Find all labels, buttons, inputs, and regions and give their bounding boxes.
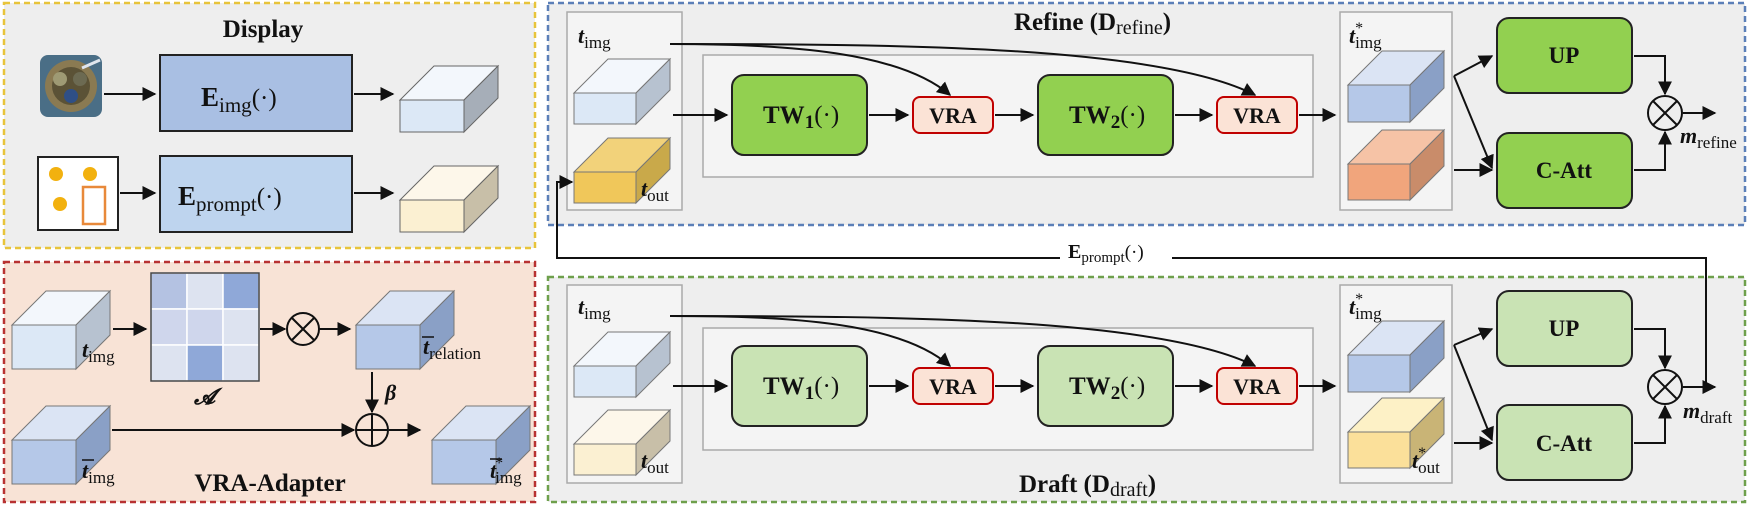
prompt-encoder-block: Eprompt(·): [159, 155, 353, 233]
svg-text:VRA: VRA: [929, 103, 977, 128]
adapter-title: VRA-Adapter: [194, 470, 345, 497]
refine-vra-block-2: VRA: [1216, 96, 1298, 134]
beta-symbol: β: [384, 380, 397, 405]
input-image: [40, 55, 102, 117]
adapter-output-label: t*img: [490, 455, 522, 487]
refine-t-out-star-cube: [1346, 128, 1446, 202]
svg-text:C-Att: C-Att: [1536, 431, 1593, 456]
draft-title: Draft (Ddraft): [1019, 471, 1156, 501]
vra-adapter-panel: timg 𝓐 trelation: [2, 260, 537, 504]
adapter-t-img-label: timg: [82, 337, 115, 366]
draft-tw2-block: TW2(·): [1037, 345, 1174, 427]
display-title: Display: [223, 16, 304, 43]
adapter-residual-cube: [10, 404, 112, 486]
svg-text:TW2(·): TW2(·): [1069, 373, 1145, 404]
relation-label: trelation: [423, 334, 482, 363]
draft-t-out-star-cube: [1346, 396, 1446, 470]
svg-text:VRA: VRA: [929, 374, 977, 399]
draft-catt-block: C-Att: [1496, 404, 1633, 481]
svg-text:TW1(·): TW1(·): [763, 373, 839, 404]
draft-vra-block-1: VRA: [912, 367, 994, 405]
svg-text:VRA: VRA: [1233, 374, 1281, 399]
refine-catt-block: C-Att: [1496, 132, 1633, 209]
svg-text:TW2(·): TW2(·): [1069, 102, 1145, 133]
refine-t-img-label: timg: [578, 23, 611, 52]
svg-text:C-Att: C-Att: [1536, 158, 1593, 183]
refine-tw1-block: TW1(·): [731, 74, 868, 156]
prompt-feedback-link: Eprompt(·): [556, 175, 1707, 387]
draft-t-out-label: tout: [641, 448, 669, 477]
draft-t-out-cube: [572, 408, 672, 477]
adapter-t-img-bar-label: timg: [82, 458, 115, 487]
image-encoder-label: Eimg(·): [201, 82, 277, 117]
draft-vra-block-2: VRA: [1216, 367, 1298, 405]
svg-text:UP: UP: [1549, 316, 1580, 341]
svg-text:UP: UP: [1549, 43, 1580, 68]
draft-t-img-label: timg: [578, 294, 611, 323]
refine-vra-block-1: VRA: [912, 96, 994, 134]
prompt-thumbnail: [37, 156, 119, 231]
m-draft-label: mdraft: [1683, 398, 1732, 427]
prompt-token-cube: [398, 164, 500, 234]
draft-t-img-star-cube: [1346, 319, 1446, 394]
draft-t-img-cube: [572, 330, 672, 399]
refine-t-img-star-cube: [1346, 49, 1446, 124]
refine-title: Refine (Drefine): [1014, 9, 1171, 39]
relation-cube: [354, 289, 456, 371]
svg-text:VRA: VRA: [1233, 103, 1281, 128]
refine-t-img-cube: [572, 57, 672, 126]
svg-text:TW1(·): TW1(·): [763, 102, 839, 133]
refine-multiply-op: [1647, 95, 1683, 131]
m-refine-label: mrefine: [1680, 123, 1737, 152]
feedback-link-label: Eprompt(·): [1068, 241, 1144, 266]
prompt-encoder-label: Eprompt(·): [178, 181, 282, 216]
adapter-multiply-op: [286, 312, 320, 346]
refine-t-out-label: tout: [641, 176, 669, 205]
adapter-output-cube: [430, 404, 532, 486]
draft-tw1-block: TW1(·): [731, 345, 868, 427]
refine-up-block: UP: [1496, 17, 1633, 94]
image-token-cube: [398, 64, 500, 134]
relation-matrix: [150, 272, 260, 382]
adapter-add-op: [355, 413, 389, 447]
draft-multiply-op: [1647, 369, 1683, 405]
adapter-input-cube: [10, 289, 112, 371]
draft-up-block: UP: [1496, 290, 1633, 367]
refine-t-img-star-label: t*img: [1349, 20, 1382, 52]
refine-t-out-cube: [572, 136, 672, 205]
refine-panel: Refine (Drefine) timg tout TW1(·) VRA: [546, 1, 1747, 227]
draft-t-img-star-label: t*img: [1349, 291, 1382, 323]
refine-tw2-block: TW2(·): [1037, 74, 1174, 156]
display-panel: Display Eimg(·): [2, 1, 537, 250]
image-encoder-block: Eimg(·): [159, 54, 353, 132]
draft-panel: Draft (Ddraft) timg tout TW1(·) VRA TW2: [546, 275, 1747, 504]
draft-t-out-star-label: t*out: [1412, 445, 1440, 477]
